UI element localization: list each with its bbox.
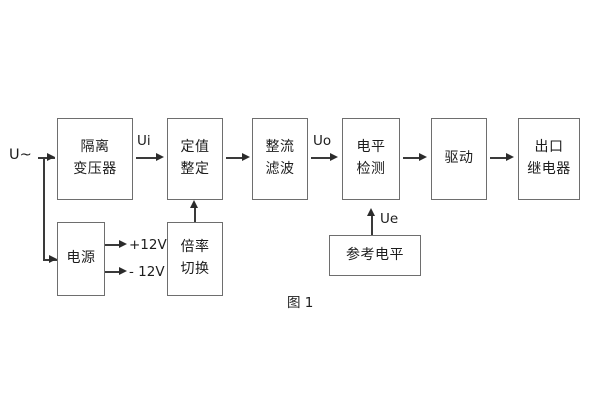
input-feed-power-arrow <box>49 255 57 263</box>
rail-pos12v-label: +12V <box>129 237 167 253</box>
signal-label-uo: Uo <box>313 133 332 149</box>
rail-neg12v-arrow <box>119 267 127 275</box>
link-transformer-setting-line <box>136 157 158 159</box>
input-bus-vertical <box>43 157 45 261</box>
block-drive-line-1: 驱动 <box>444 150 474 167</box>
block-rectify-filter[interactable]: 整流 滤波 <box>252 118 308 200</box>
link-setting-rectify-line <box>226 157 246 159</box>
block-setting-value[interactable]: 定值 整定 <box>167 118 223 200</box>
block-multiplier-switch[interactable]: 倍率 切换 <box>167 222 223 296</box>
link-setting-rectify-arrow <box>242 153 250 161</box>
rail-pos12v-arrow <box>119 240 127 248</box>
input-source-label: U~ <box>9 147 32 163</box>
block-power-supply-line-1: 电源 <box>66 250 96 267</box>
input-bus-stub <box>38 157 46 159</box>
rail-neg12v-line <box>105 271 121 273</box>
link-level-drive-arrow <box>419 153 427 161</box>
block-drive[interactable]: 驱动 <box>431 118 487 200</box>
block-output-relay-line-2: 继电器 <box>527 161 571 177</box>
block-isolation-transformer[interactable]: 隔离 变压器 <box>57 118 133 200</box>
link-drive-relay-arrow <box>506 153 514 161</box>
block-reference-level-line-1: 参考电平 <box>346 246 404 263</box>
link-multiplier-setting-line <box>194 208 196 222</box>
figure-caption: 图 1 <box>287 295 314 311</box>
rail-pos12v-line <box>105 244 121 246</box>
block-reference-level[interactable]: 参考电平 <box>329 235 421 276</box>
block-setting-value-line-1: 定值 <box>180 139 210 156</box>
link-level-drive-line <box>403 157 423 159</box>
link-rectify-level-arrow <box>330 153 338 161</box>
block-power-supply[interactable]: 电源 <box>57 222 105 296</box>
block-isolation-transformer-line-1: 隔离 <box>80 139 110 156</box>
block-isolation-transformer-line-2: 变压器 <box>73 161 117 177</box>
block-rectify-filter-line-2: 滤波 <box>265 161 295 177</box>
link-multiplier-setting-arrow <box>190 200 198 208</box>
block-output-relay-line-1: 出口 <box>534 139 564 156</box>
block-multiplier-switch-line-2: 切换 <box>180 261 210 277</box>
block-setting-value-line-2: 整定 <box>180 161 210 177</box>
block-level-detect-line-1: 电平 <box>356 139 386 156</box>
block-level-detect-line-2: 检测 <box>356 161 386 177</box>
input-feed-transformer-arrow <box>47 153 55 161</box>
link-transformer-setting-arrow <box>156 153 164 161</box>
block-rectify-filter-line-1: 整流 <box>265 139 295 156</box>
block-level-detect[interactable]: 电平 检测 <box>342 118 400 200</box>
block-output-relay[interactable]: 出口 继电器 <box>518 118 580 200</box>
signal-label-ui: Ui <box>137 133 151 149</box>
link-reference-level-line <box>371 216 373 235</box>
rail-neg12v-label: - 12V <box>129 264 165 280</box>
link-reference-level-arrow <box>367 208 375 216</box>
block-multiplier-switch-line-1: 倍率 <box>180 239 210 256</box>
link-drive-relay-line <box>490 157 510 159</box>
signal-label-ue: Ue <box>380 211 399 227</box>
link-rectify-level-line <box>311 157 333 159</box>
